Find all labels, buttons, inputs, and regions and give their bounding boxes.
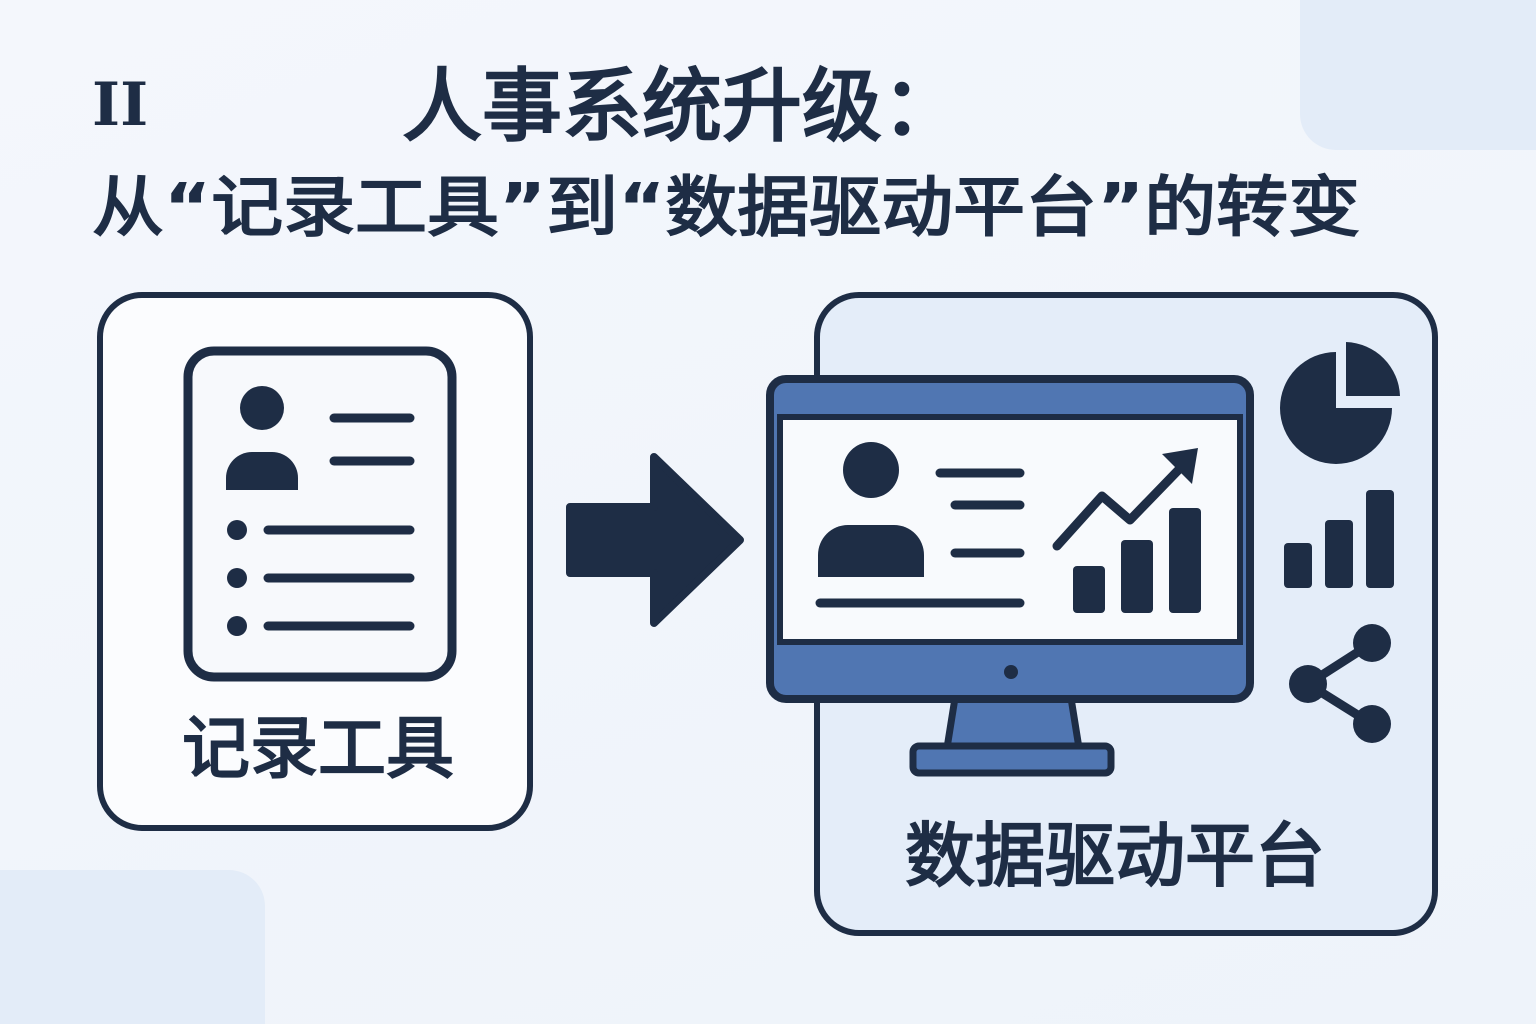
share-network-icon	[1289, 624, 1391, 743]
arrow-right-icon	[566, 453, 744, 627]
bar-chart-icon	[1284, 490, 1394, 588]
page-subtitle: 从“记录工具”到“数据驱动平台”的转变	[92, 169, 1360, 246]
record-tool-card: 记录工具	[97, 292, 533, 831]
record-tool-label: 记录工具	[182, 710, 454, 789]
resume-document-icon	[183, 346, 457, 682]
section-numeral: II	[92, 70, 148, 140]
monitor-dashboard-icon	[766, 375, 1254, 777]
corner-decoration-top-right	[1300, 0, 1536, 150]
data-platform-label: 数据驱动平台	[905, 815, 1325, 897]
page-title: 人事系统升级：	[402, 60, 962, 153]
corner-decoration-bottom-left	[0, 870, 265, 1024]
pie-chart-icon	[1280, 342, 1400, 464]
data-platform-card: 数据驱动平台	[766, 292, 1438, 936]
